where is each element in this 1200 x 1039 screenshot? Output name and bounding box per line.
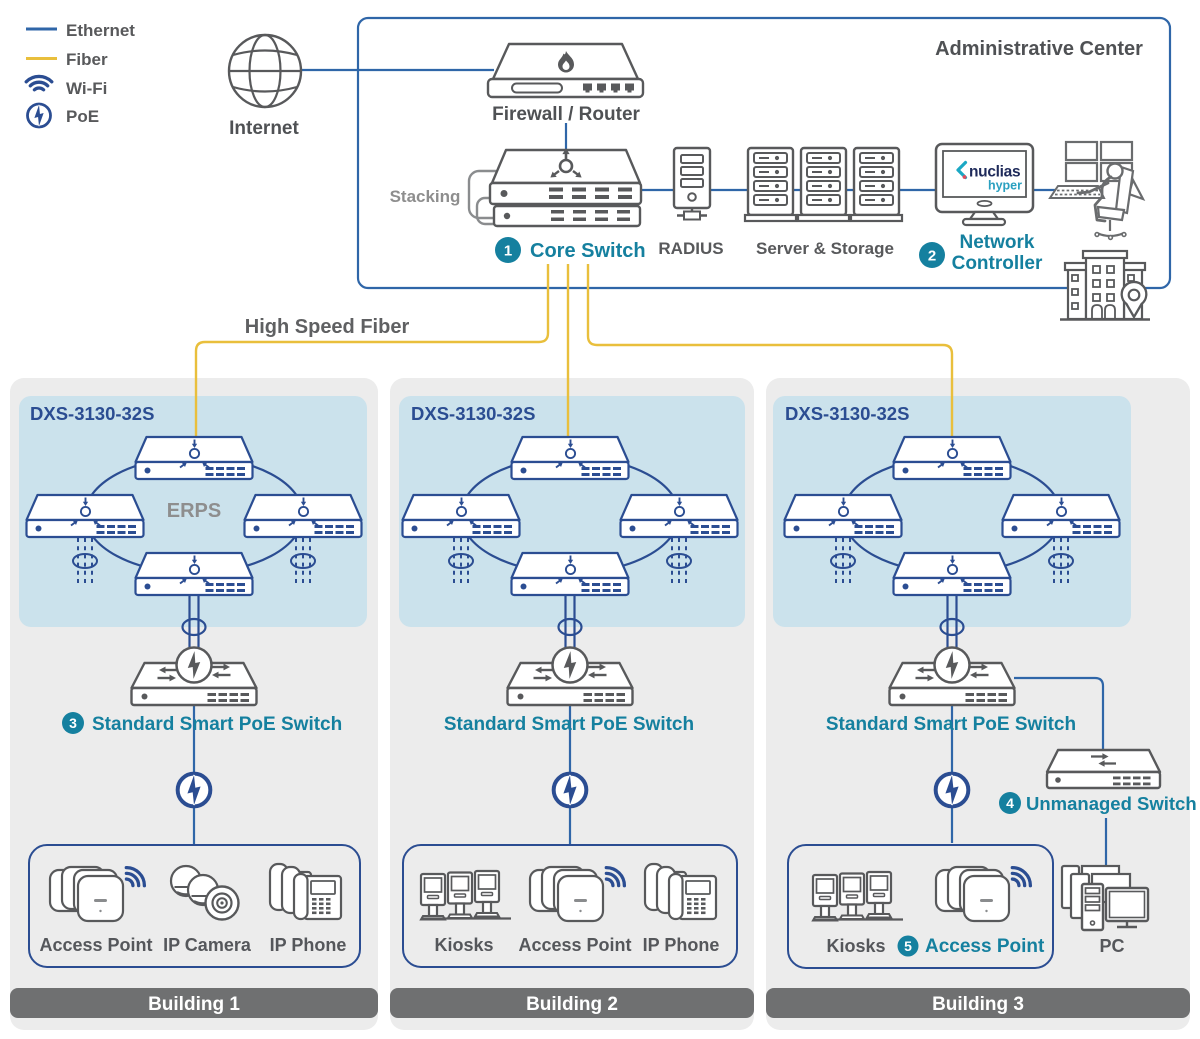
poe-switch-label-1: 3 Standard Smart PoE Switch	[62, 712, 342, 735]
unmanaged-switch-icon	[1047, 750, 1160, 788]
building-2-dxs-zone	[399, 396, 745, 627]
switch-icon	[27, 495, 144, 537]
dxs-model-label: DXS-3130-32S	[411, 403, 535, 424]
internet-label: Internet	[229, 118, 299, 139]
server-storage-label: Server & Storage	[756, 239, 894, 258]
svg-text:hyper: hyper	[988, 179, 1022, 193]
device-label: IP Phone	[270, 935, 347, 955]
network-controller-monitor: nuclias hyper	[934, 142, 1035, 227]
radius-server-icon	[672, 146, 712, 221]
access-point-label-numbered: 5 Access Point	[897, 935, 1045, 957]
building-3-label: Building 3	[932, 994, 1024, 1015]
svg-text:Unmanaged Switch: Unmanaged Switch	[1026, 793, 1197, 814]
nuclias-logo: nuclias hyper	[956, 160, 1022, 193]
wifi-icon	[24, 74, 54, 100]
svg-text:Standard Smart PoE Switch: Standard Smart PoE Switch	[92, 714, 342, 735]
device-label: IP Phone	[643, 935, 720, 955]
core-switch-icon	[467, 147, 643, 228]
svg-text:4: 4	[1006, 795, 1014, 811]
dxs-model-label: DXS-3130-32S	[785, 403, 909, 424]
device-label: Access Point	[518, 935, 631, 955]
switch-icon	[245, 495, 362, 537]
device-label: Kiosks	[434, 935, 493, 955]
admin-center-box	[356, 16, 1172, 290]
fiber-links	[194, 264, 954, 436]
legend-label-fiber: Fiber	[66, 50, 108, 69]
switch-icon	[136, 553, 253, 595]
internet-globe-icon	[227, 33, 303, 109]
switch-icon	[785, 495, 902, 537]
core-switch-label: 1 Core Switch	[495, 237, 646, 263]
switch-icon	[894, 553, 1011, 595]
admin-center-title: Administrative Center	[935, 38, 1143, 60]
building-1-footer-bar	[10, 988, 378, 1018]
legend-label-ethernet: Ethernet	[66, 21, 135, 40]
device-boxes	[28, 844, 1054, 969]
switch-icon	[621, 495, 738, 537]
firewall-label: Firewall / Router	[492, 104, 640, 125]
device-label: IP Camera	[163, 935, 252, 955]
poe-icon	[936, 774, 969, 807]
building-2-footer-bar	[390, 988, 754, 1018]
unmanaged-switch-label: 4 Unmanaged Switch	[999, 792, 1197, 814]
switch-icon	[894, 437, 1011, 479]
switch-icon	[1003, 495, 1120, 537]
svg-text:Network: Network	[960, 232, 1035, 253]
operator-icon	[1048, 140, 1146, 241]
server-storage-icons	[743, 146, 904, 223]
radius-label: RADIUS	[658, 239, 723, 258]
building-icon	[1060, 249, 1150, 321]
poe-icon	[554, 774, 587, 807]
building-1-dxs-zone	[19, 396, 367, 627]
network-controller-label: 2 Network Controller	[919, 232, 1043, 274]
svg-text:1: 1	[504, 243, 512, 260]
poe-switch-label-3: Standard Smart PoE Switch	[826, 714, 1076, 735]
poe-icon	[28, 104, 51, 127]
device-label: PC	[1099, 936, 1124, 956]
legend: Ethernet Fiber Wi-Fi PoE	[24, 21, 135, 127]
switch-icon	[512, 437, 629, 479]
switch-icon	[512, 553, 629, 595]
poe-icon	[178, 774, 211, 807]
svg-text:Controller: Controller	[952, 253, 1043, 274]
dxs-model-label: DXS-3130-32S	[30, 403, 154, 424]
poe-switch-label-2: Standard Smart PoE Switch	[444, 714, 694, 735]
legend-label-poe: PoE	[66, 107, 99, 126]
svg-text:3: 3	[69, 715, 77, 731]
building-2-label: Building 2	[526, 994, 618, 1015]
stacking-label: Stacking	[390, 187, 461, 206]
device-label: Kiosks	[826, 936, 885, 956]
switch-icon	[403, 495, 520, 537]
building-3-dxs-zone	[773, 396, 1131, 627]
building-3-footer-bar	[766, 988, 1190, 1018]
firewall-router-icon	[486, 42, 645, 99]
building-1-label: Building 1	[148, 994, 240, 1015]
switch-icon	[136, 437, 253, 479]
legend-label-wifi: Wi-Fi	[66, 79, 107, 98]
svg-text:Access Point: Access Point	[925, 936, 1045, 957]
high-speed-fiber-label: High Speed Fiber	[245, 316, 410, 338]
svg-text:nuclias: nuclias	[969, 164, 1020, 181]
svg-text:2: 2	[928, 248, 936, 265]
svg-text:5: 5	[904, 938, 912, 954]
svg-text:Core Switch: Core Switch	[530, 240, 646, 262]
erps-label: ERPS	[167, 500, 221, 522]
device-label: Access Point	[39, 935, 152, 955]
